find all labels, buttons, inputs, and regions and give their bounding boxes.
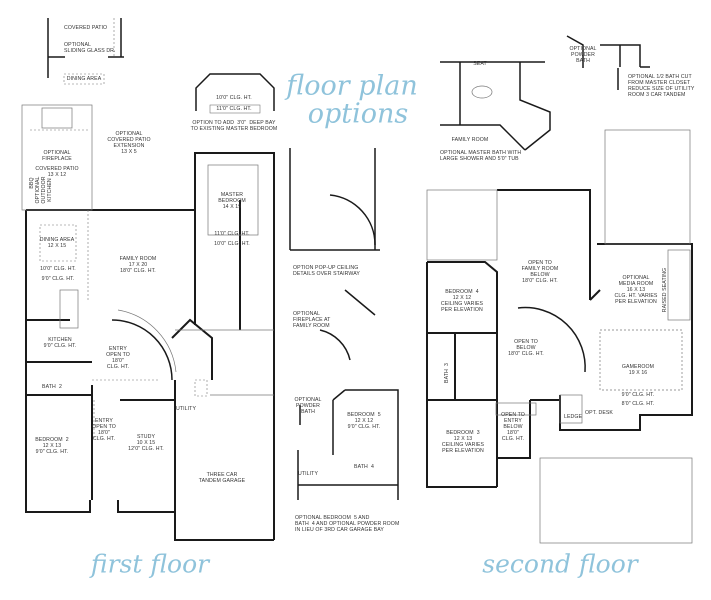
second-floor-title: second floor [482, 549, 638, 579]
label-ledge: LEDGE [563, 414, 583, 420]
patio-option-walls [47, 18, 124, 78]
label-master-clg2: 10'0" CLG. HT. [214, 241, 250, 247]
label-kitchen: KITCHEN 9'0" CLG. HT. [43, 337, 77, 349]
label-garage: THREE CAR TANDEM GARAGE [198, 472, 246, 484]
options-title-line1: floor plan [286, 70, 418, 102]
label-game-clg1: 9'0" CLG. HT. [621, 392, 655, 398]
label-bedroom5-note: OPTIONAL BEDROOM 5 AND BATH 4 AND OPTION… [295, 515, 400, 533]
label-fireplace-option: OPTIONAL FIREPLACE AT FAMILY ROOM [293, 311, 331, 329]
label-bedroom-4: BEDROOM 4 12 X 12 CEILING VARIES PER ELE… [440, 289, 484, 313]
label-sliding-glass: OPTIONAL SLIDING GLASS DR. [64, 42, 116, 54]
options-walls [289, 148, 399, 500]
label-bay-note: OPTION TO ADD 3'0" DEEP BAY TO EXISTING … [190, 120, 278, 132]
label-half-bath-note: OPTIONAL 1/2 BATH CUT FROM MASTER CLOSET… [628, 74, 695, 98]
label-utility-option: UTILITY [297, 471, 319, 477]
label-dining-area: DINING AREA 12 X 15 [39, 237, 75, 249]
label-bath-3: BATH 3 [444, 363, 450, 383]
master-bath-option-walls [440, 35, 650, 151]
first-floor-title: first floor [90, 549, 210, 579]
label-bedroom-5: BEDROOM 5 12 X 12 9'0" CLG. HT. [347, 412, 381, 430]
label-master-clg1: 11'0" CLG. HT. [214, 231, 250, 237]
options-title-line2: options [307, 98, 409, 130]
label-outdoor-kitchen: OPTIONAL OUTDOOR KITCHEN [35, 176, 53, 204]
label-optional-fireplace: OPTIONAL FIREPLACE [42, 150, 72, 162]
label-study: STUDY 10 X 15 12'0" CLG. HT. [128, 434, 164, 452]
label-powder-bath: OPTIONAL POWDER BATH [294, 397, 322, 415]
label-open-below: OPEN TO BELOW 18'0" CLG. HT. [508, 339, 544, 357]
label-dining-clg1: 10'0" CLG. HT. [40, 266, 76, 272]
label-covered-patio-top: COVERED PATIO [64, 25, 108, 31]
label-patio-extension: OPTIONAL COVERED PATIO EXTENSION 13 X 5 [107, 131, 151, 155]
label-media-room: OPTIONAL MEDIA ROOM 16 X 13 CLG. HT. VAR… [614, 275, 658, 305]
label-bath-2: BATH 2 [42, 384, 62, 390]
label-bay-clg2: 11'0" CLG. HT. [216, 106, 252, 112]
label-family-room: FAMILY ROOM 17 X 20 18'0" CLG. HT. [119, 256, 157, 274]
label-game-clg2: 8'0" CLG. HT. [621, 401, 655, 407]
label-dining-top: DINING AREA [66, 76, 102, 82]
label-entry: ENTRY OPEN TO 18'0" CLG. HT. [92, 418, 116, 442]
label-seat: SEAT [473, 61, 487, 67]
label-open-family: OPEN TO FAMILY ROOM BELOW 18'0" CLG. HT. [521, 260, 559, 284]
first-floor-walls [25, 152, 275, 541]
label-family-room-option: FAMILY ROOM [451, 137, 489, 143]
label-popup-ceiling: OPTION POP-UP CEILING DETAILS OVER STAIR… [293, 265, 360, 277]
label-master-bath-note: OPTIONAL MASTER BATH WITH LARGE SHOWER A… [440, 150, 522, 162]
label-covered-patio: COVERED PATIO 13 X 12 [35, 166, 79, 178]
label-bath-4: BATH 4 [354, 464, 374, 470]
label-entry-stair: ENTRY OPEN TO 18'0" CLG. HT. [106, 346, 130, 370]
second-floor-walls [426, 189, 693, 488]
label-raised-seating: RAISED SEATING [662, 267, 668, 313]
bay-option-walls [195, 73, 275, 111]
label-master-bedroom: MASTER BEDROOM 14 X 19 [218, 192, 246, 210]
label-utility: UTILITY [175, 406, 197, 412]
label-bay-clg1: 10'0" CLG. HT. [216, 95, 252, 101]
label-opt-desk: OPT. DESK [585, 410, 613, 416]
label-bedroom-2: BEDROOM 2 12 X 13 9'0" CLG. HT. [35, 437, 69, 455]
label-bbq: BBQ [29, 177, 35, 189]
label-open-entry: OPEN TO ENTRY BELOW 18'0" CLG. HT. [501, 412, 525, 442]
label-bedroom-3: BEDROOM 3 12 X 13 CEILING VARIES PER ELE… [441, 430, 485, 454]
label-dining-clg2: 9'0" CLG. HT. [41, 276, 75, 282]
label-gameroom: GAMEROOM 19 X 16 [621, 364, 655, 376]
label-powder-bath-2: OPTIONAL POWDER BATH [569, 46, 597, 64]
